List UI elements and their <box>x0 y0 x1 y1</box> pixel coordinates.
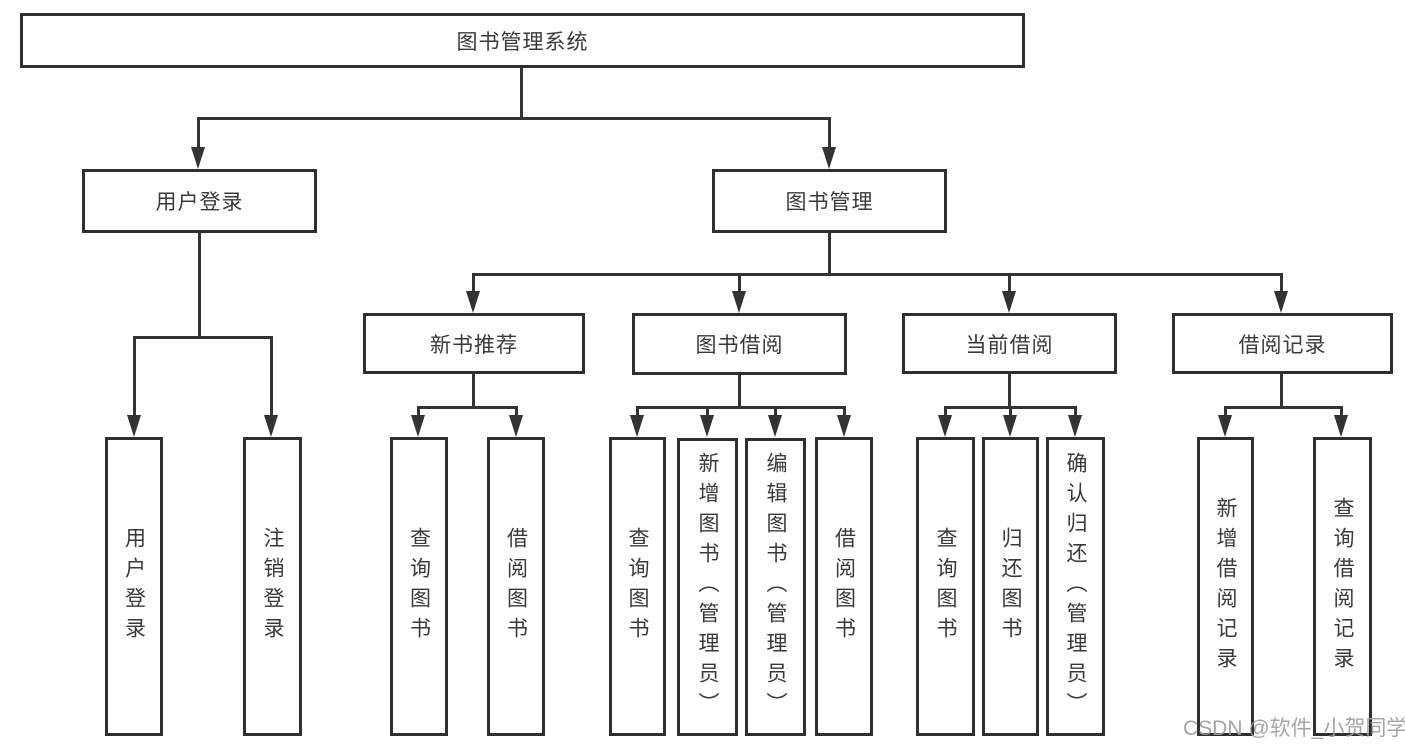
connector-stem <box>472 273 475 294</box>
connector-stem <box>1008 374 1011 409</box>
leaf-add-borrow-record: 新增借阅记录 <box>1197 437 1254 736</box>
connector-level3-bar <box>472 273 1283 276</box>
arrow-down-icon <box>1068 415 1082 437</box>
leaf-borrow-books-recommend: 借阅图书 <box>487 437 545 736</box>
node-label: 借阅图书 <box>504 526 528 647</box>
connector-bar <box>1224 406 1343 409</box>
connector-stem <box>1074 406 1077 417</box>
leaf-query-books-recommend: 查询图书 <box>390 437 448 736</box>
connector-level2-bar <box>197 117 831 120</box>
connector-stem <box>944 406 947 417</box>
connector-stem <box>1009 406 1012 417</box>
connector-stem <box>515 406 518 417</box>
node-label: 用户登录 <box>155 191 244 214</box>
connector-stem <box>774 406 777 417</box>
node-label: 借阅记录 <box>1238 333 1327 357</box>
arrow-down-icon <box>837 415 851 437</box>
arrow-down-icon <box>1002 291 1016 313</box>
node-label: 确认归还（管理员） <box>1064 451 1087 722</box>
node-borrow-records: 借阅记录 <box>1172 313 1393 374</box>
leaf-user-login: 用户登录 <box>105 437 163 736</box>
arrow-down-icon <box>1274 291 1288 313</box>
node-book-management: 图书管理 <box>712 169 947 233</box>
node-label: 注销登录 <box>261 526 284 647</box>
connector-stem <box>417 406 420 417</box>
arrow-down-icon <box>700 415 714 437</box>
arrow-down-icon <box>1218 415 1232 437</box>
connector-stem <box>1340 406 1343 417</box>
connector-stem <box>828 117 831 150</box>
node-label: 查询图书 <box>626 526 649 647</box>
leaf-add-books-admin: 新增图书（管理员） <box>677 438 738 736</box>
node-label: 查询借阅记录 <box>1331 496 1354 677</box>
connector-stem <box>843 406 846 417</box>
node-label: 查询图书 <box>934 526 957 647</box>
connector-stem <box>636 406 639 417</box>
leaf-logout-login: 注销登录 <box>243 437 302 736</box>
leaf-confirm-return-admin: 确认归还（管理员） <box>1046 437 1105 736</box>
arrow-down-icon <box>938 415 952 437</box>
node-label: 图书借阅 <box>695 334 784 357</box>
connector-stem <box>472 374 475 409</box>
connector-stem <box>270 336 273 417</box>
leaf-query-books-current: 查询图书 <box>916 437 975 736</box>
connector-bar <box>636 406 846 409</box>
node-label: 图书管理系统 <box>456 30 589 54</box>
node-book-borrow: 图书借阅 <box>632 313 847 375</box>
node-label: 借阅图书 <box>832 526 856 647</box>
connector-stem <box>1224 406 1227 417</box>
arrow-down-icon <box>127 415 141 437</box>
csdn-watermark: CSDN @软件_小贺同学 <box>1183 717 1405 740</box>
connector-stem <box>1280 273 1283 294</box>
arrow-down-icon <box>768 415 782 437</box>
node-label: 新增图书（管理员） <box>696 452 719 722</box>
node-label: 当前借阅 <box>965 333 1054 357</box>
connector-stem <box>738 375 741 409</box>
connector-root-stem <box>520 68 523 120</box>
arrow-down-icon <box>191 147 205 169</box>
node-label: 查询图书 <box>407 526 431 647</box>
node-label: 图书管理 <box>785 191 874 214</box>
leaf-query-borrow-record: 查询借阅记录 <box>1313 437 1372 736</box>
connector-stem <box>133 336 136 417</box>
arrow-down-icon <box>264 415 278 437</box>
leaf-query-books-borrow: 查询图书 <box>609 437 666 736</box>
leaf-edit-books-admin: 编辑图书（管理员） <box>745 438 806 736</box>
arrow-down-icon <box>509 415 523 437</box>
node-label: 归还图书 <box>999 526 1022 647</box>
arrow-down-icon <box>732 291 746 313</box>
arrow-down-icon <box>1003 415 1017 437</box>
connector-stem <box>738 273 741 294</box>
connector-bar <box>417 406 518 409</box>
connector-stem <box>198 233 201 339</box>
node-label: 新增借阅记录 <box>1214 496 1237 677</box>
leaf-return-books: 归还图书 <box>982 437 1039 736</box>
connector-login-bar <box>133 336 273 339</box>
arrow-down-icon <box>411 415 425 437</box>
node-root-system: 图书管理系统 <box>20 13 1025 68</box>
connector-stem <box>197 117 200 150</box>
connector-stem <box>828 233 831 276</box>
connector-stem <box>706 406 709 417</box>
connector-stem <box>1280 374 1283 409</box>
node-label: 用户登录 <box>122 526 146 647</box>
connector-stem <box>1008 273 1011 294</box>
leaf-borrow-books: 借阅图书 <box>815 437 873 736</box>
arrow-down-icon <box>822 147 836 169</box>
node-label: 编辑图书（管理员） <box>764 452 787 722</box>
node-user-login: 用户登录 <box>82 169 317 233</box>
node-label: 新书推荐 <box>430 333 518 357</box>
arrow-down-icon <box>466 291 480 313</box>
node-new-book-recommend: 新书推荐 <box>363 313 585 374</box>
node-current-borrow: 当前借阅 <box>902 313 1117 374</box>
arrow-down-icon <box>630 415 644 437</box>
arrow-down-icon <box>1334 415 1348 437</box>
